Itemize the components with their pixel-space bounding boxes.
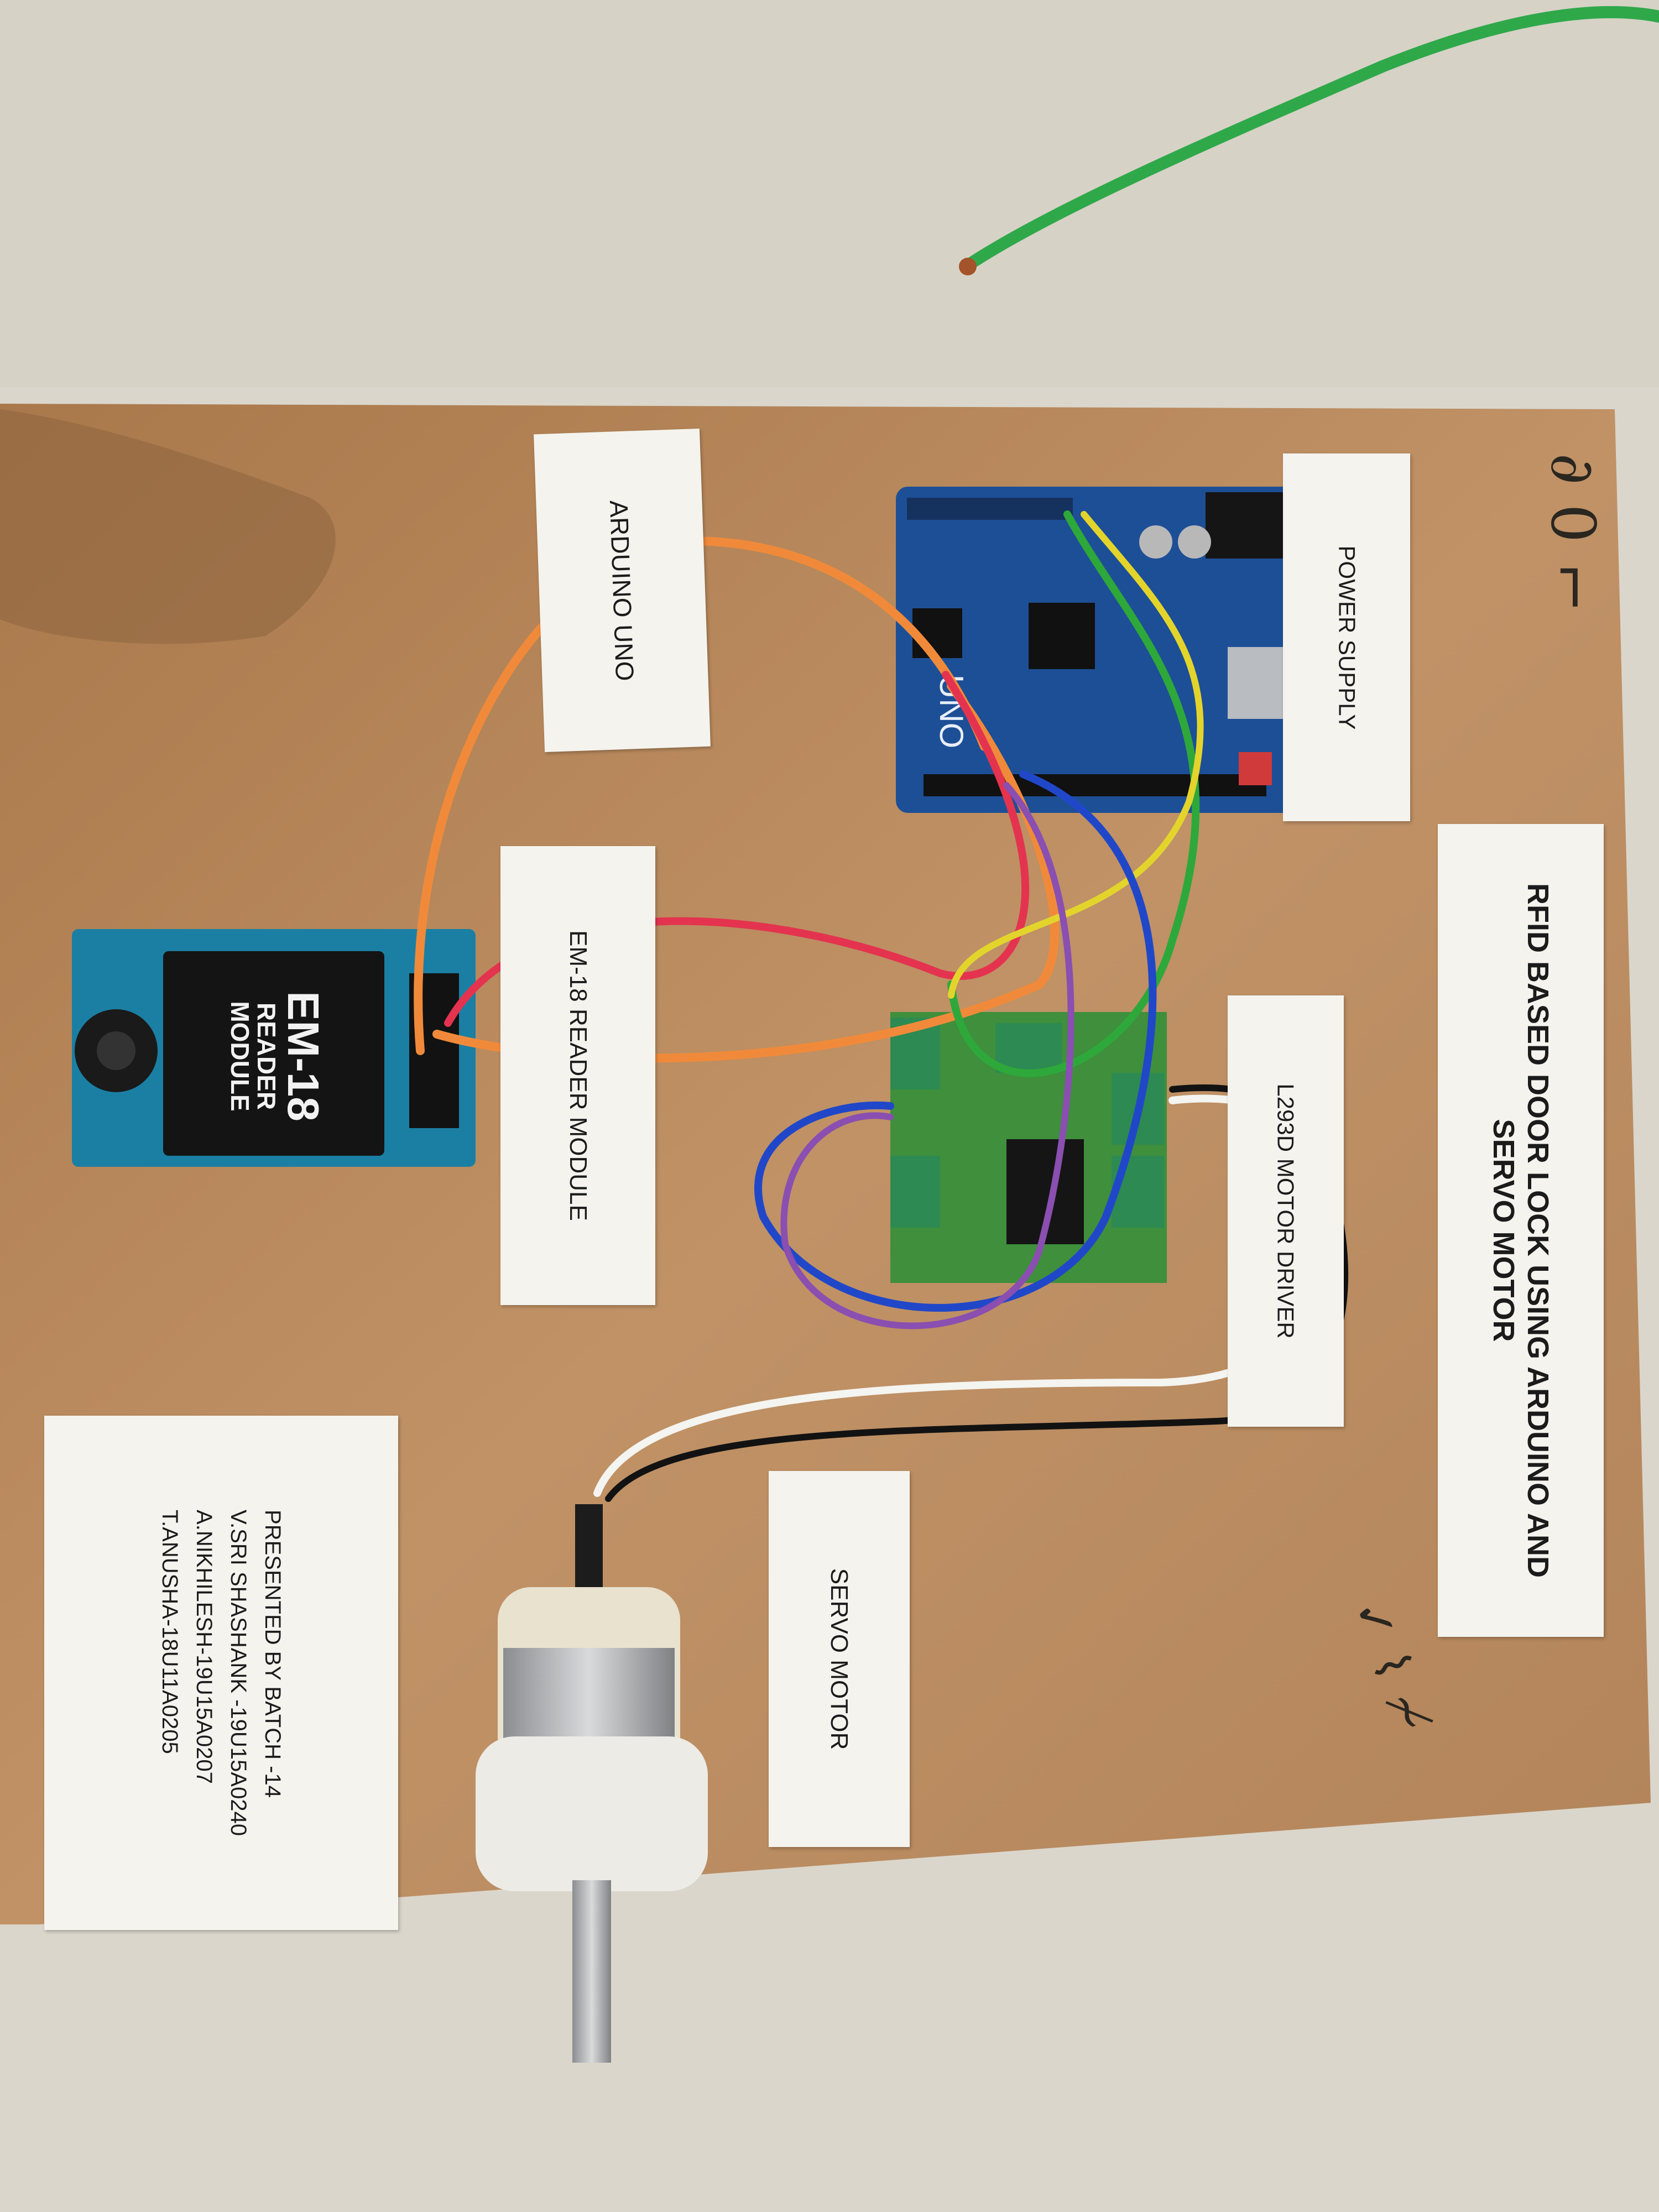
servo-motor-body xyxy=(476,1504,708,2063)
em18-reader-pcb xyxy=(72,929,476,1167)
credits-line-1: PRESENTED BY BATCH -14 xyxy=(260,1510,285,1798)
power-supply-label: POWER SUPPLY xyxy=(1283,453,1410,821)
em18-chip-name: EM-18 xyxy=(279,991,328,1121)
purple-wire xyxy=(780,782,1074,1329)
em18-label: EM-18 READER MODULE xyxy=(500,846,655,1305)
em18-chip-line-3: MODULE xyxy=(226,1001,254,1112)
power-supply-label-text: POWER SUPPLY xyxy=(1334,545,1360,729)
project-title: RFID BASED DOOR LOCK USING ARDUINO AND S… xyxy=(1486,883,1555,1578)
arduino-uno-label: ARDUINO UNO xyxy=(534,428,711,753)
em18-label-text: EM-18 READER MODULE xyxy=(565,930,592,1221)
credits-line-3: A.NIKHILESH-19U15A0207 xyxy=(191,1510,216,1784)
credits-line-4: T.ANUSHA-18U11A0205 xyxy=(157,1510,182,1754)
em18-chip-line-2: READER xyxy=(252,1002,281,1110)
project-title-label: RFID BASED DOOR LOCK USING ARDUINO AND S… xyxy=(1438,824,1604,1637)
credits-line-2: V.SRI SHASHANK -19U15A0240 xyxy=(226,1510,251,1836)
project-title-line-2: SERVO MOTOR xyxy=(1487,1119,1521,1342)
loose-green-wire xyxy=(962,6,1659,272)
credits-label: PRESENTED BY BATCH -14 V.SRI SHASHANK -1… xyxy=(44,1416,398,1930)
servo-motor-label-text: SERVO MOTOR xyxy=(826,1568,853,1750)
servo-motor-label: SERVO MOTOR xyxy=(769,1471,910,1847)
motor-driver-label-text: L293D MOTOR DRIVER xyxy=(1273,1083,1299,1339)
yellow-wire xyxy=(948,511,1204,999)
green-wire xyxy=(947,510,1200,1077)
arduino-uno-label-text: ARDUINO UNO xyxy=(604,499,640,681)
credits-list: PRESENTED BY BATCH -14 V.SRI SHASHANK -1… xyxy=(153,1510,290,1836)
project-title-line-1: RFID BASED DOOR LOCK USING ARDUINO AND xyxy=(1521,883,1555,1578)
handwritten-mark-top: ∂ 0 ⌐ xyxy=(1537,453,1609,613)
em18-chip-print: EM-18 READER MODULE xyxy=(226,984,328,1128)
motor-driver-label: L293D MOTOR DRIVER xyxy=(1228,995,1344,1427)
